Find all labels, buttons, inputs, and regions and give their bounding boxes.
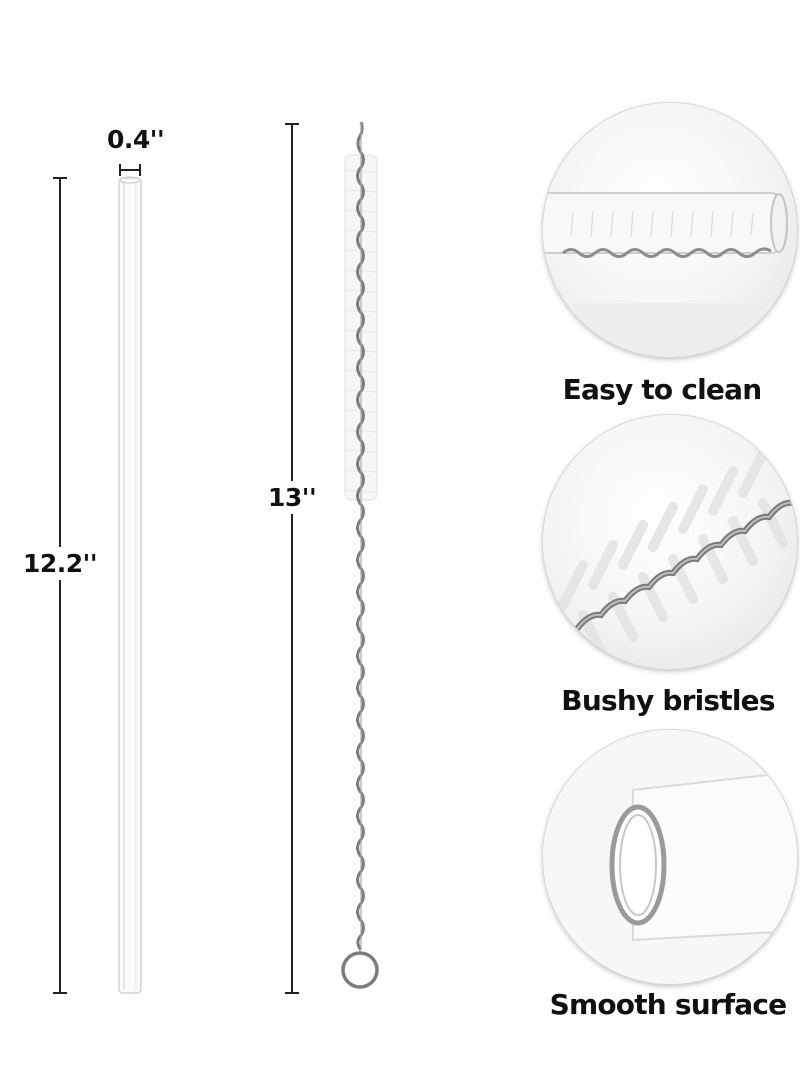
straw-opening-closeup-icon bbox=[543, 730, 797, 984]
glass-straw bbox=[118, 176, 142, 994]
feature-caption-smooth-surface: Smooth surface bbox=[549, 988, 788, 1021]
cleaning-brush bbox=[341, 121, 379, 989]
bristles-closeup-icon bbox=[543, 415, 797, 669]
straw-length-dimension-line bbox=[53, 177, 67, 994]
straw-diameter-dimension-line bbox=[119, 164, 141, 176]
feature-caption-bushy-bristles: Bushy bristles bbox=[561, 684, 775, 717]
straw-diameter-label: 0.4'' bbox=[107, 125, 165, 154]
brush-length-dimension-line bbox=[285, 123, 299, 994]
brush-length-label: 13'' bbox=[268, 481, 317, 514]
straw-length-label: 12.2'' bbox=[23, 547, 98, 580]
feature-caption-easy-to-clean: Easy to clean bbox=[562, 373, 762, 406]
straw-with-brush-closeup-icon bbox=[543, 103, 797, 357]
